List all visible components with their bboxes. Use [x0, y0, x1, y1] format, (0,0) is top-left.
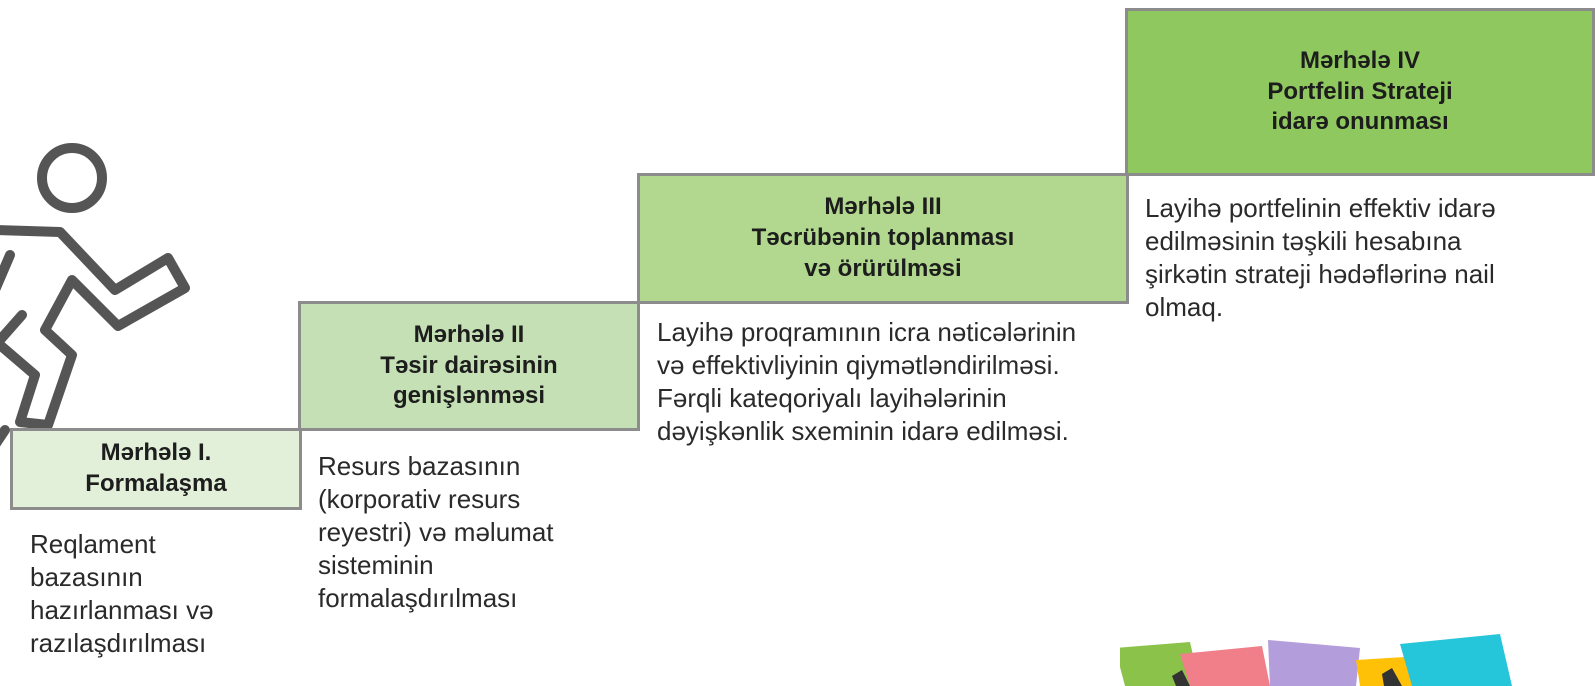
stage-2-title-line: genişlənməsi — [392, 382, 546, 410]
stage-2-description: Resurs bazasının (korporativ resurs reye… — [318, 451, 554, 614]
stage-3-title-line: və örürülməsi — [804, 254, 962, 282]
stage-3-title-line: Mərhələ III — [824, 193, 942, 221]
running-person-icon — [0, 143, 190, 447]
stage-2-box: Mərhələ II Təsir dairəsinin genişlənməsi — [298, 301, 640, 431]
stage-2-title-line: Təsir dairəsinin — [380, 351, 558, 379]
stage-4-title-line: Mərhələ IV — [1299, 46, 1421, 74]
stage-4-title-line: idarə onunması — [1271, 108, 1449, 136]
stage-4-box: Mərhələ IV Portfelin Strateji idarə onun… — [1125, 8, 1595, 176]
stage-3-box: Mərhələ III Təcrübənin toplanması və örü… — [637, 173, 1129, 304]
stage-4-title-line: Portfelin Strateji — [1267, 77, 1453, 105]
sticky-notes-icon — [1120, 634, 1512, 686]
stage-1-description: Reqlament bazasının hazırlanması və razı… — [30, 529, 214, 659]
stage-2-title-line: Mərhələ II — [413, 320, 525, 348]
stage-1-title-line: Formalaşma — [85, 470, 227, 497]
stage-4-description: Layihə portfelinin effektiv idarə edilmə… — [1145, 193, 1496, 323]
stage-3-description: Layihə proqramının icra nəticələrinin və… — [657, 317, 1077, 447]
stage-1-title-line: Mərhələ I. — [100, 439, 212, 467]
stage-3-title-line: Təcrübənin toplanması — [751, 224, 1015, 252]
stage-1-box: Mərhələ I. Formalaşma — [10, 428, 302, 510]
